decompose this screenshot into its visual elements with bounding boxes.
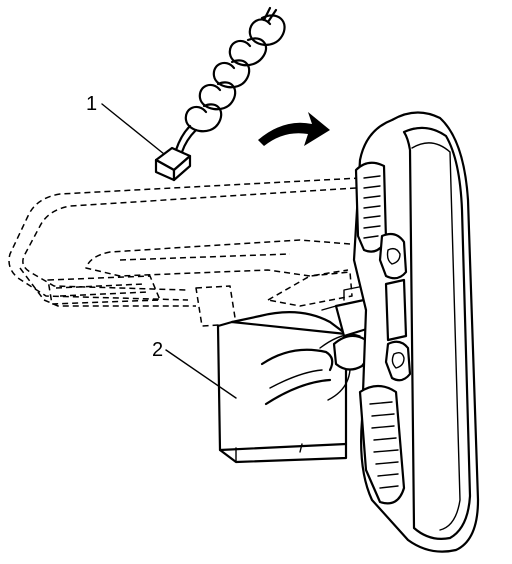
rotation-arrow-icon [258, 112, 330, 146]
callout-1-label: 1 [86, 93, 97, 115]
callout-2-leader [165, 349, 237, 399]
callout-2-label: 2 [152, 339, 163, 361]
rearview-mirror-body [352, 111, 480, 553]
mirror-original-position-outline [8, 177, 361, 327]
coiled-wire-harness [174, 6, 286, 154]
wire-connector [154, 146, 192, 182]
callout-2: 2 [152, 339, 237, 399]
callout-1: 1 [86, 93, 165, 155]
mirror-mount-bracket [216, 311, 361, 464]
callout-1-leader [101, 103, 165, 155]
